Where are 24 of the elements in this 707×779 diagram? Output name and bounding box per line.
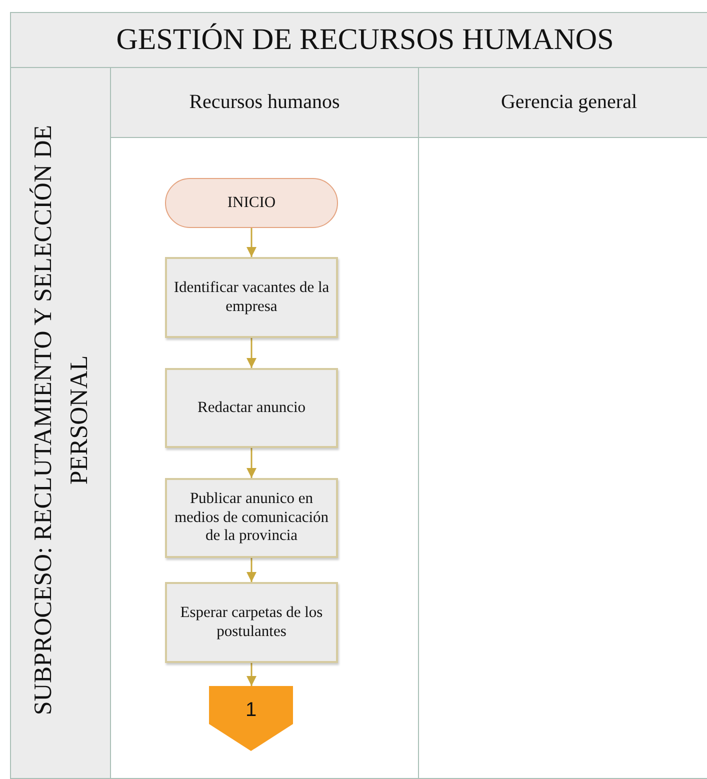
arrow [246,663,256,686]
swimlane [418,67,707,779]
lane-header: Recursos humanos [110,67,419,138]
process-box [165,368,338,448]
off-page-connector [209,686,293,751]
connector-number: 1 [244,698,258,722]
step-label: Esperar carpetas de los postulantes [179,604,324,642]
process-box [165,257,338,338]
process-box [165,582,338,663]
arrow [246,558,256,582]
arrow [246,228,256,257]
step-label: Publicar anunico en medios de comunicación de la provincia [173,490,330,546]
swimlane [110,67,419,779]
step-label: Identificar vacantes de la empresa [172,278,330,316]
lane-header: Gerencia general [418,67,707,138]
process-box [165,478,338,558]
step-label: Redactar anuncio [196,398,306,418]
subprocess-label: SUBPROCESO: RECLUTAMIENTO Y SELECCIÓN DE PERSONAL [28,124,94,718]
step-label: INICIO [226,194,277,212]
arrow [246,338,256,368]
start-terminal [165,178,338,228]
diagram-title: GESTIÓN DE RECURSOS HUMANOS [116,23,614,57]
arrow [246,448,256,478]
subprocess-band [10,67,111,779]
